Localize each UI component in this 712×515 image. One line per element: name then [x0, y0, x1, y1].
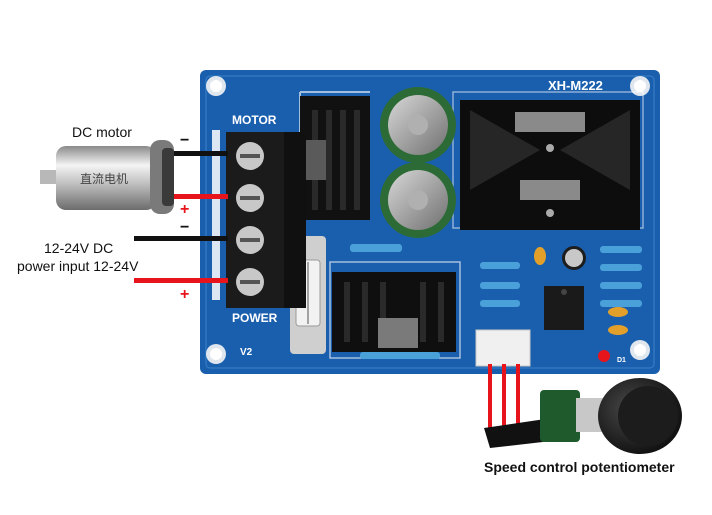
screw-terminal-block	[226, 132, 306, 308]
board-version: V2	[240, 347, 253, 358]
potentiometer	[484, 378, 682, 454]
led-indicator	[598, 350, 610, 362]
mounting-hole	[630, 76, 650, 96]
motor-negative-wire	[172, 151, 228, 156]
mounting-hole	[206, 344, 226, 364]
heatsink	[332, 272, 456, 352]
pot-wire	[516, 364, 520, 428]
pot-wire	[488, 364, 492, 428]
power-terminal-label: POWER	[232, 311, 278, 325]
motor-positive-wire	[172, 194, 228, 199]
power-input-label-line1: 12-24V DC	[44, 240, 114, 256]
capacitor	[380, 162, 456, 238]
capacitor	[562, 246, 586, 270]
heatsink	[460, 100, 640, 230]
motor-plus-sign: +	[180, 201, 189, 218]
power-negative-wire	[134, 236, 228, 241]
pot-wire	[502, 364, 506, 428]
motor-minus-sign: −	[180, 132, 189, 149]
dc-motor-label: DC motor	[72, 124, 132, 140]
terminal-screw	[236, 184, 264, 212]
resistor-array	[350, 244, 642, 359]
ic-chip	[544, 286, 584, 330]
mounting-hole	[630, 340, 650, 360]
mounting-hole	[206, 76, 226, 96]
board-model: XH-M222	[548, 78, 603, 93]
motor-terminal-label: MOTOR	[232, 113, 277, 127]
led-label: D1	[617, 357, 626, 364]
power-plus-sign: +	[180, 286, 189, 303]
power-input-label-line2: power input 12-24V	[17, 258, 139, 274]
power-positive-wire	[134, 278, 228, 283]
terminal-screw	[236, 268, 264, 296]
potentiometer-label: Speed control potentiometer	[484, 459, 675, 475]
capacitor	[380, 87, 456, 163]
ceramic-capacitor	[608, 325, 628, 335]
heatsink	[300, 96, 370, 220]
dc-motor: 直流电机	[40, 140, 174, 214]
terminal-screw	[236, 142, 264, 170]
motor-chinese-label: 直流电机	[80, 172, 128, 186]
pot-connector	[475, 329, 531, 367]
ceramic-capacitor	[534, 247, 546, 265]
ceramic-capacitor	[608, 307, 628, 317]
power-minus-sign: −	[180, 219, 189, 236]
terminal-screw	[236, 226, 264, 254]
